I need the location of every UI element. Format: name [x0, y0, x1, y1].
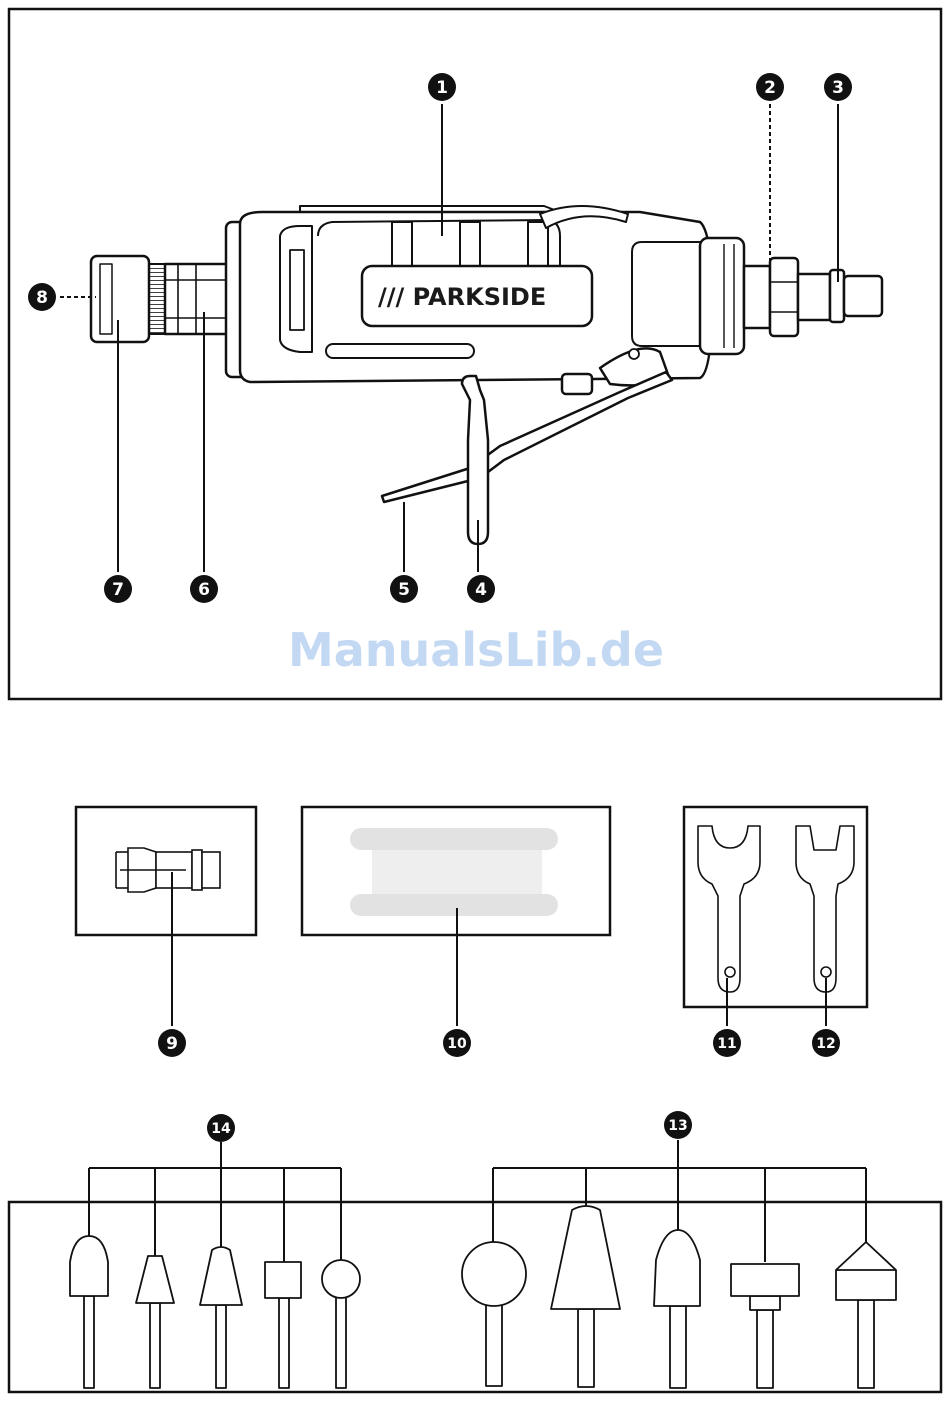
collet-drawing	[116, 848, 220, 892]
callout-9: 9	[158, 1029, 186, 1057]
svg-text:14: 14	[211, 1121, 231, 1137]
callout-12: 12	[812, 1029, 840, 1057]
watermark: ManualsLib.de	[288, 623, 664, 677]
callout-4: 4	[467, 575, 495, 603]
svg-text:5: 5	[398, 580, 410, 600]
callout-1: 1	[428, 73, 456, 101]
grinding-points-small	[70, 1236, 360, 1388]
svg-text:13: 13	[668, 1118, 687, 1134]
grinding-points-large	[462, 1206, 896, 1388]
brand-label: /// PARKSIDE	[378, 283, 546, 311]
callout-14: 14	[207, 1114, 235, 1142]
svg-text:3: 3	[832, 78, 844, 98]
svg-text:10: 10	[447, 1036, 467, 1052]
callout-5: 5	[390, 575, 418, 603]
callout-10: 10	[443, 1029, 471, 1057]
die-grinder-drawing	[91, 206, 882, 544]
svg-text:12: 12	[816, 1036, 835, 1052]
callout-11: 11	[713, 1029, 741, 1057]
callout-3: 3	[824, 73, 852, 101]
callout-2: 2	[756, 73, 784, 101]
svg-text:9: 9	[166, 1034, 178, 1054]
svg-text:1: 1	[436, 78, 448, 98]
svg-text:2: 2	[764, 78, 776, 98]
wrench-drawings	[698, 826, 854, 992]
svg-text:11: 11	[717, 1036, 736, 1052]
callout-7: 7	[104, 575, 132, 603]
callout-13: 13	[664, 1111, 692, 1139]
svg-text:8: 8	[36, 288, 48, 308]
svg-text:6: 6	[198, 580, 210, 600]
callout-8: 8	[28, 283, 56, 311]
callout-6: 6	[190, 575, 218, 603]
svg-text:7: 7	[112, 580, 124, 600]
svg-text:4: 4	[475, 580, 487, 600]
ptfe-tape-drawing	[350, 828, 558, 916]
